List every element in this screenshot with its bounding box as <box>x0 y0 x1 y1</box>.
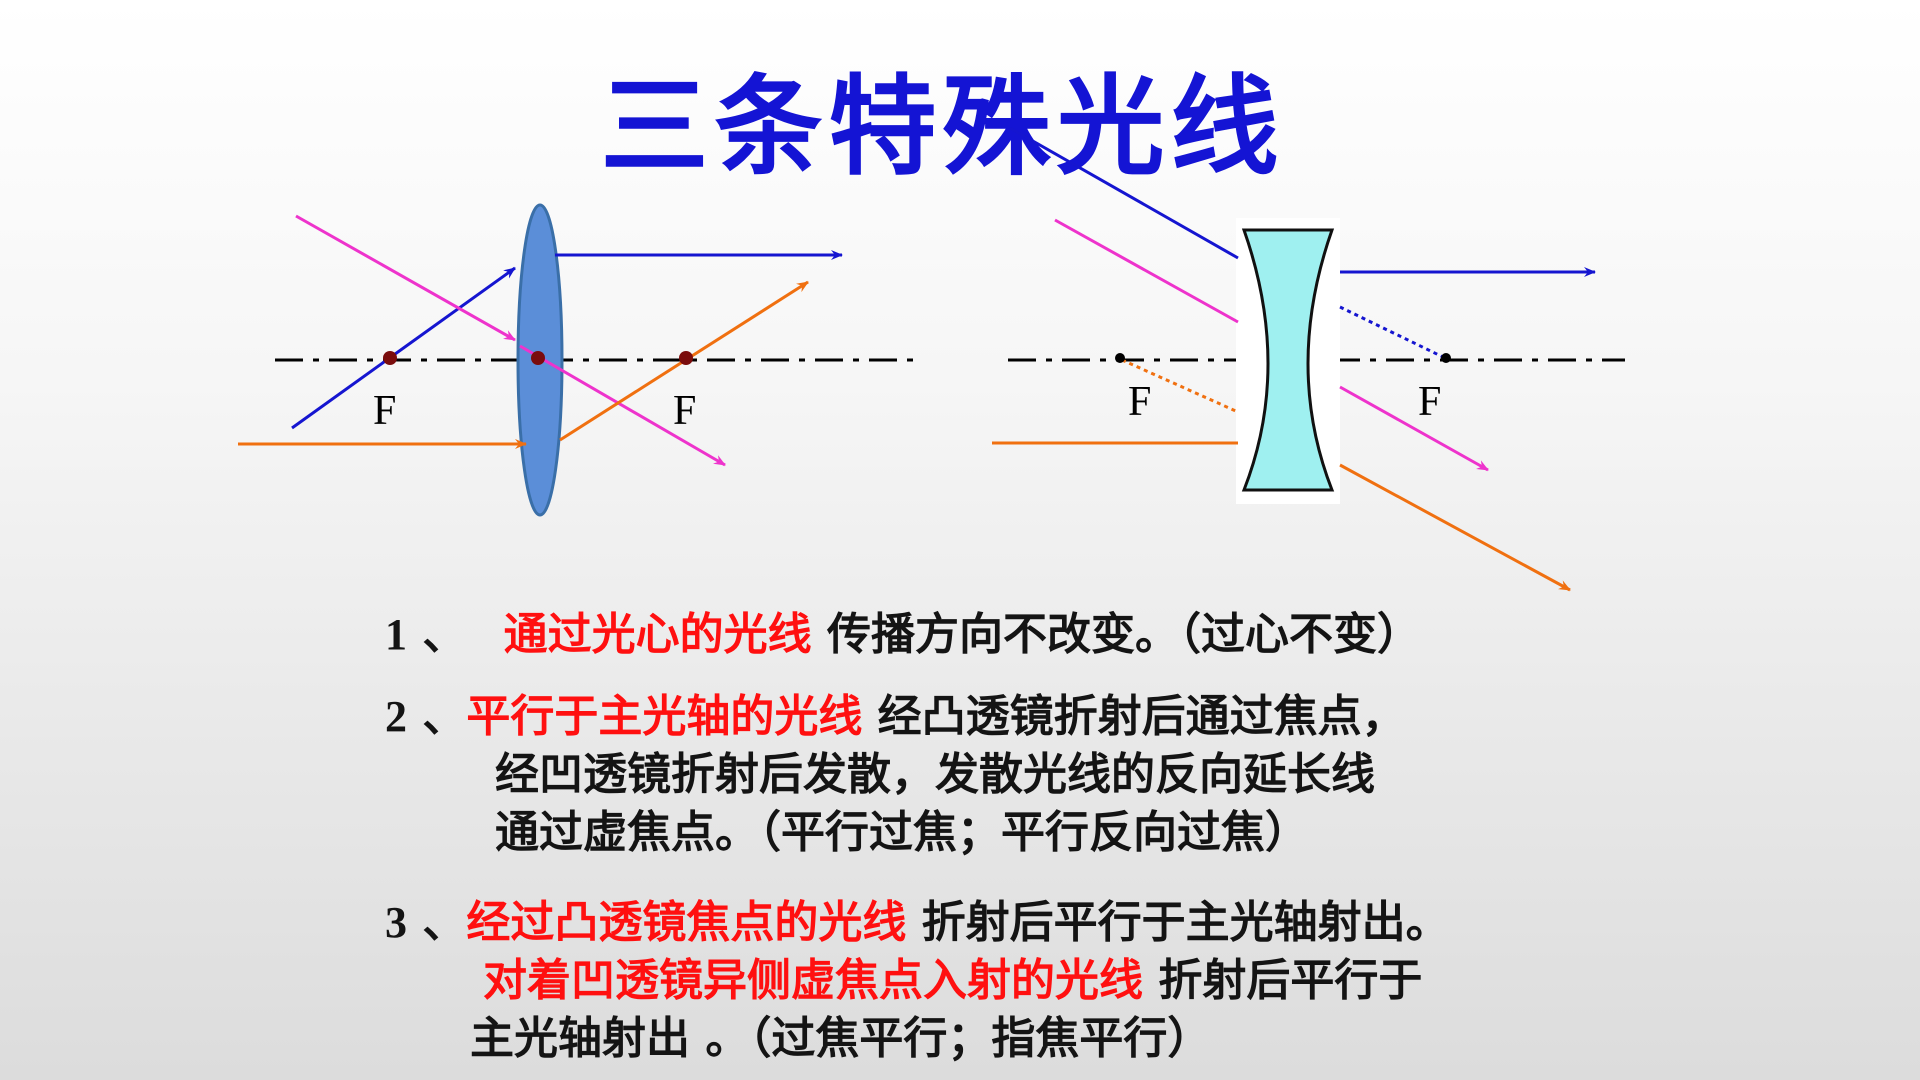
concave-ray-orange-out <box>1339 463 1571 592</box>
concave-lens-diagram: F F <box>992 126 1625 592</box>
rule-3-line-1: 3 、经过凸透镜焦点的光线 折射后平行于主光轴射出。 <box>385 886 1450 950</box>
rule-3-highlight: 经过凸透镜焦点的光线 <box>466 897 907 948</box>
concave-ray-magenta-in <box>1054 218 1239 324</box>
convex-focal-label-right: F <box>673 388 696 434</box>
page-title: 三条特殊光线 <box>600 65 1285 190</box>
rule-2-line-1: 2 、平行于主光轴的光线 经凸透镜折射后通过焦点， <box>385 680 1406 744</box>
concave-ray-blue-in <box>1009 126 1239 260</box>
concave-focal-point-left <box>1115 353 1125 363</box>
rule-3-text: 折射后平行于主光轴射出。 <box>921 897 1450 948</box>
rule-2-number: 2 <box>385 692 407 741</box>
rule-1-separator: 、 <box>422 609 467 660</box>
rule-2-separator: 、 <box>422 691 467 742</box>
rule-2-text: 经凸透镜折射后通过焦点， <box>877 691 1406 742</box>
rule-3-line-2-highlight: 对着凹透镜异侧虚焦点入射的光线 <box>483 955 1143 1006</box>
rule-3-line-2: 对着凹透镜异侧虚焦点入射的光线 折射后平行于 <box>483 944 1422 1008</box>
convex-ray-blue-in <box>291 266 516 430</box>
rule-3-line-2-text: 折射后平行于 <box>1158 955 1423 1006</box>
convex-focal-point-left <box>383 351 397 365</box>
concave-focal-point-right <box>1441 353 1451 363</box>
rule-1-number: 1 <box>385 610 407 659</box>
rule-1: 1 、 通过光心的光线 传播方向不改变。（过心不变） <box>385 598 1421 662</box>
concave-ray-magenta-out <box>1339 385 1489 472</box>
rule-2-line-2: 经凹透镜折射后发散，发散光线的反向延长线 <box>495 749 1375 800</box>
convex-optical-center <box>531 351 545 365</box>
convex-focal-label-left: F <box>373 388 396 434</box>
rule-3-line-3: 主光轴射出 。（过焦平行；指焦平行） <box>470 1013 1212 1064</box>
rule-1-highlight: 通过光心的光线 <box>503 609 812 660</box>
concave-ray-blue-virtual <box>1339 305 1446 360</box>
concave-lens <box>1241 228 1335 492</box>
convex-ray-magenta-in <box>295 214 516 342</box>
concave-focal-label-left: F <box>1128 379 1151 425</box>
rule-1-text: 传播方向不改变。（过心不变） <box>826 609 1421 660</box>
rule-2-line-3: 通过虚焦点。（平行过焦；平行反向过焦） <box>495 807 1309 858</box>
rule-3-number: 3 <box>385 898 407 947</box>
concave-focal-label-right: F <box>1418 379 1441 425</box>
convex-focal-point-right <box>679 351 693 365</box>
rule-2-highlight: 平行于主光轴的光线 <box>466 691 863 742</box>
convex-ray-magenta-out <box>519 344 726 467</box>
rule-3-separator: 、 <box>422 897 467 948</box>
concave-ray-orange-virtual <box>1121 358 1239 414</box>
convex-lens-diagram: F F <box>238 203 915 517</box>
